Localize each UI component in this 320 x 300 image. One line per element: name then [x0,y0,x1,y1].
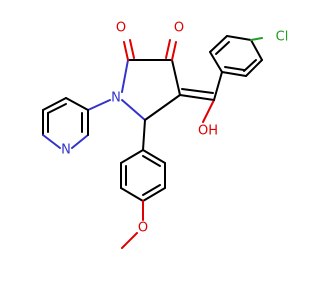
bond-cp-d3 [224,66,245,71]
bond-n1-c2 [121,59,129,93]
pyridine-nitrogen-label: N [61,143,71,158]
ether-oxygen-label: O [138,221,148,236]
bond-c4-exo-2 [181,88,214,94]
bond-py-4 [42,134,61,149]
bond-cp-1 [209,51,223,73]
bond-cp-2 [209,35,228,53]
bond-py-1 [65,97,89,111]
bond-cp-d2 [243,59,257,72]
bond-cp-3 [226,35,252,41]
bond-c5-n1 [121,99,146,121]
bond-mp-6 [142,149,166,164]
ketone-oxygen-label: O [174,21,184,36]
bond-c3-c4 [171,59,181,96]
bond-o-me [121,232,138,249]
bond-exo-oh [202,99,215,123]
bond-py-2 [42,97,67,111]
bond-c3-o-1 [171,41,177,61]
bonds [42,35,263,249]
bond-cp-6 [221,71,247,77]
chlorine-label: Cl [276,30,289,45]
bond-exo-aryl [213,71,223,101]
bond-py-5 [71,134,89,149]
amide-oxygen-label: O [116,21,126,36]
ring-nitrogen-label: N [111,91,121,106]
bond-cp-5 [245,59,263,77]
bond-mp-d2 [142,184,161,196]
bond-cp-cl [250,37,263,41]
bond-mp-3 [120,187,144,202]
bond-mp-d3 [142,155,161,167]
molecule-structure: Cl O O N N OH O [42,21,288,249]
bond-mp-1 [120,149,144,164]
atom-labels: Cl O O N N OH O [61,21,288,236]
bond-c2-o-1 [123,41,129,61]
bond-n1-pyridyl [87,99,111,111]
bond-c4-c5 [144,94,181,121]
bond-c4-exo-1 [179,94,215,101]
bond-py-d1 [47,103,67,114]
bond-mp-4 [142,187,166,202]
bond-cp-d1 [215,41,230,55]
bond-c3-o-2 [165,39,171,59]
hydroxyl-label: OH [198,124,218,139]
bond-c2-o-2 [129,39,135,59]
bond-cp-4 [250,39,263,61]
bond-c5-aryl [142,119,146,151]
